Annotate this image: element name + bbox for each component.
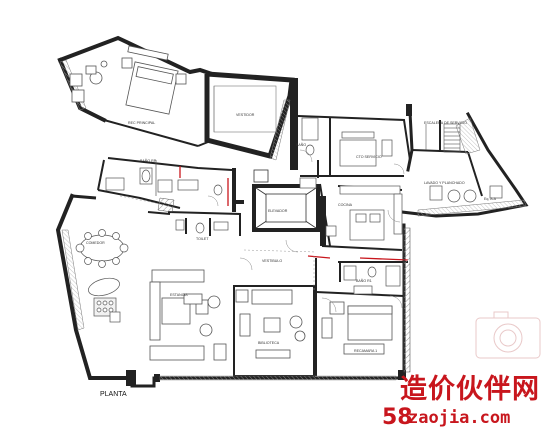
watermark-camera-icon [475, 311, 541, 359]
watermark-domain: zaojia.com [408, 408, 510, 428]
label-living: ESTANCIA [170, 293, 188, 297]
laundry-furniture [429, 185, 503, 203]
closet-furniture [213, 85, 277, 133]
label-kitchen: COCINA [338, 203, 353, 207]
label-bath-r1: BAÑO R1 [356, 278, 372, 283]
master-bedroom-furniture [69, 45, 187, 115]
dashed-lines [119, 195, 317, 290]
wall-blocks [126, 78, 412, 386]
label-bath-small: BAÑO [296, 142, 306, 147]
bedroom1-furniture [321, 301, 393, 355]
watermark-number: 58 [382, 405, 413, 430]
stair [425, 123, 461, 153]
door-swings [207, 149, 405, 313]
label-stair: ESCALERA DE SERVICIO [424, 121, 467, 125]
label-toilet: TOILET [196, 237, 209, 241]
label-library: BIBLIOTECA [258, 341, 280, 345]
living-furniture [149, 269, 227, 361]
label-dining: COMEDOR [86, 241, 105, 245]
elevator-detail [253, 169, 317, 229]
kitchen-furniture [325, 185, 403, 241]
watermark-chinese-text: 造价伙伴网 [400, 374, 540, 405]
label-elevator: ELEVADOR [268, 209, 288, 213]
label-master: REC PRINCIPAL [128, 121, 155, 125]
service-room-furniture [299, 117, 393, 189]
dining-furniture [75, 229, 129, 323]
label-bedroom1: RECAMARA 1 [354, 349, 377, 353]
label-master-bath: BAÑO RP [140, 158, 157, 163]
bath-r1-fixtures [343, 265, 401, 295]
room-labels: REC PRINCIPAL VESTIDOR BAÑO RP BAÑO CTO … [86, 113, 497, 353]
red-accents [179, 166, 409, 261]
label-laundry: LAVADO Y PLANCHADO [424, 181, 465, 185]
label-eq: Eq. A.A [484, 197, 497, 201]
toilet-fixtures [175, 219, 229, 234]
watermark: 造价伙伴网 58 zaojia.com [382, 311, 541, 430]
bath-rp-fixtures [105, 160, 223, 196]
label-closet: VESTIDOR [236, 113, 255, 117]
library-furniture [235, 289, 306, 359]
label-service-room: CTO SERVICIO [356, 155, 382, 159]
plan-title: PLANTA [100, 391, 127, 398]
label-hall: VESTIBULO [262, 259, 282, 263]
